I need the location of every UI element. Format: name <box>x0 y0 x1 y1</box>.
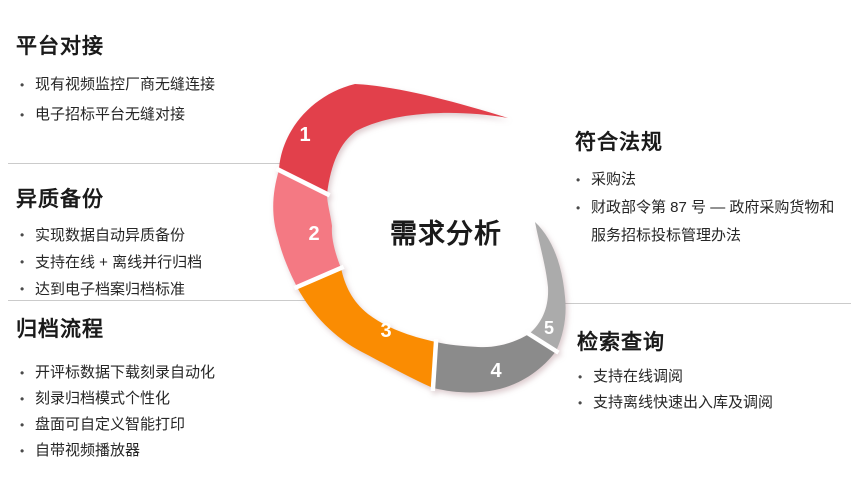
list-item: • 支持离线快速出入库及调阅 <box>578 390 848 416</box>
bullet-icon: • <box>20 228 25 242</box>
bullet-text: 实现数据自动异质备份 <box>35 227 186 244</box>
ring-segment-4 <box>433 334 556 393</box>
segment-number: 2 <box>308 223 319 245</box>
bullet-text: 达到电子档案归档标准 <box>35 281 186 298</box>
list-item: • 自带视频播放器 <box>20 438 310 464</box>
section-title-search: 检索查询 <box>577 331 665 354</box>
bullet-icon: • <box>20 392 25 406</box>
bullet-list-backup: • 实现数据自动异质备份 • 支持在线 + 离线并行归档 • 达到电子档案归档标… <box>20 222 300 303</box>
bullet-icon: • <box>20 108 25 122</box>
bullet-text: 开评标数据下载刻录自动化 <box>35 364 216 381</box>
divider-right <box>557 303 851 304</box>
divider-left-2 <box>8 300 330 301</box>
bullet-list-law: • 采购法 • 财政部令第 87 号 — 政府采购货物和服务招标投标管理办法 <box>576 166 848 250</box>
bullet-icon: • <box>20 366 25 380</box>
list-item: • 盘面可自定义智能打印 <box>20 412 310 438</box>
bullet-text: 采购法 <box>591 171 637 188</box>
section-title-backup: 异质备份 <box>16 188 104 211</box>
bullet-icon: • <box>576 173 581 187</box>
list-item: • 采购法 <box>576 166 848 194</box>
bullet-icon: • <box>20 282 25 296</box>
bullet-icon: • <box>576 201 581 215</box>
list-item: • 现有视频监控厂商无缝连接 <box>20 70 300 100</box>
bullet-list-platform: • 现有视频监控厂商无缝连接 • 电子招标平台无缝对接 <box>20 70 300 130</box>
section-title-archive: 归档流程 <box>16 318 104 341</box>
bullet-icon: • <box>20 418 25 432</box>
bullet-icon: • <box>20 444 25 458</box>
section-title-platform: 平台对接 <box>16 35 104 58</box>
bullet-text: 刻录归档模式个性化 <box>35 390 171 407</box>
ring-segment-1 <box>279 84 508 194</box>
diagram-center-title: 需求分析 <box>390 219 502 249</box>
bullet-text: 财政部令第 87 号 — 政府采购货物和服务招标投标管理办法 <box>591 199 835 244</box>
ring-segment-3 <box>297 268 436 388</box>
section-title-law: 符合法规 <box>575 131 663 154</box>
bullet-icon: • <box>20 78 25 92</box>
segment-number: 3 <box>380 320 391 342</box>
list-item: • 电子招标平台无缝对接 <box>20 100 300 130</box>
bullet-list-search: • 支持在线调阅 • 支持离线快速出入库及调阅 <box>578 364 848 416</box>
list-item: • 刻录归档模式个性化 <box>20 386 310 412</box>
divider-left-1 <box>8 163 296 164</box>
segment-number: 4 <box>490 360 502 382</box>
bullet-icon: • <box>578 396 583 410</box>
segment-number: 1 <box>299 124 310 146</box>
bullet-text: 支持在线 + 离线并行归档 <box>35 254 203 271</box>
list-item: • 支持在线 + 离线并行归档 <box>20 249 300 276</box>
segment-number: 5 <box>544 318 554 338</box>
bullet-text: 支持在线调阅 <box>593 368 684 385</box>
list-item: • 达到电子档案归档标准 <box>20 276 300 303</box>
list-item: • 开评标数据下载刻录自动化 <box>20 360 310 386</box>
bullet-icon: • <box>578 370 583 384</box>
list-item: • 实现数据自动异质备份 <box>20 222 300 249</box>
bullet-text: 支持离线快速出入库及调阅 <box>593 394 774 411</box>
list-item: • 财政部令第 87 号 — 政府采购货物和服务招标投标管理办法 <box>576 194 848 250</box>
bullet-text: 盘面可自定义智能打印 <box>35 416 186 433</box>
bullet-text: 自带视频播放器 <box>35 442 141 459</box>
segment-gaps <box>275 166 560 392</box>
bullet-list-archive: • 开评标数据下载刻录自动化 • 刻录归档模式个性化 • 盘面可自定义智能打印 … <box>20 360 310 464</box>
bullet-icon: • <box>20 255 25 269</box>
bullet-text: 电子招标平台无缝对接 <box>35 106 186 123</box>
list-item: • 支持在线调阅 <box>578 364 848 390</box>
bullet-text: 现有视频监控厂商无缝连接 <box>35 76 216 93</box>
